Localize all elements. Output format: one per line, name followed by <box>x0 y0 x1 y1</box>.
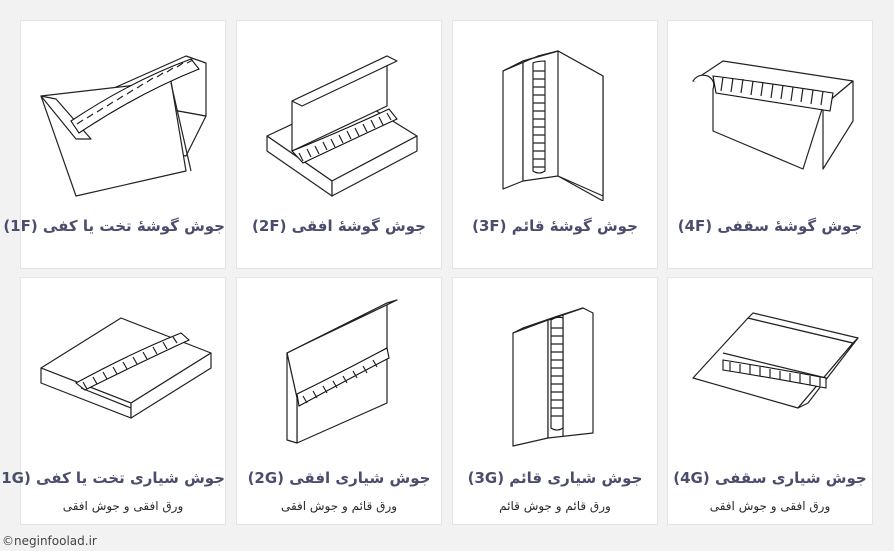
groove-weld-overhead-diagram <box>692 312 859 409</box>
fillet-weld-horizontal-diagram <box>266 55 418 197</box>
card-subtitle: ورق قائم و جوش افقی <box>280 499 398 513</box>
card-subtitle: ورق افقی و جوش افقی <box>62 499 184 513</box>
card-title: جوش گوشهٔ افقی (2F) <box>252 217 426 235</box>
groove-weld-horizontal-diagram <box>286 299 398 444</box>
card-title: جوش گوشهٔ قائم (3F) <box>472 217 638 235</box>
card-subtitle: ورق قائم و جوش قائم <box>499 499 611 513</box>
card-2f: جوش گوشهٔ افقی (2F) <box>236 20 442 269</box>
fillet-weld-vertical-diagram <box>502 50 604 201</box>
card-3g: جوش شیاری قائم (3G) ورق قائم و جوش قائم <box>452 277 658 525</box>
card-subtitle: ورق افقی و جوش افقی <box>709 499 831 513</box>
copyright-footer: ©neginfoolad.ir <box>2 534 97 548</box>
card-2g: جوش شیاری افقی (2G) ورق قائم و جوش افقی <box>236 277 442 525</box>
card-title: جوش شیاری افقی (2G) <box>247 469 431 487</box>
card-1g: جوش شیاری تخت یا کفی (1G) ورق افقی و جوش… <box>0 277 226 525</box>
card-4f: جوش گوشهٔ سقفی (4F) <box>667 20 873 269</box>
fillet-weld-flat-diagram <box>40 55 207 197</box>
card-title: جوش شیاری قائم (3G) <box>467 469 643 487</box>
fillet-weld-overhead-diagram <box>692 60 854 170</box>
card-title: جوش گوشهٔ سقفی (4F) <box>677 217 863 235</box>
card-title: جوش گوشهٔ تخت یا کفی (1F) <box>3 217 225 235</box>
card-3f: جوش گوشهٔ قائم (3F) <box>452 20 658 269</box>
groove-weld-vertical-diagram <box>512 307 594 447</box>
card-title: جوش شیاری سقفی (4G) <box>673 469 867 487</box>
card-1f: جوش گوشهٔ تخت یا کفی (1F) <box>3 20 226 269</box>
groove-weld-flat-diagram <box>40 317 212 419</box>
card-4g: جوش شیاری سقفی (4G) ورق افقی و جوش افقی <box>667 277 873 525</box>
card-title: جوش شیاری تخت یا کفی (1G) <box>0 469 225 487</box>
